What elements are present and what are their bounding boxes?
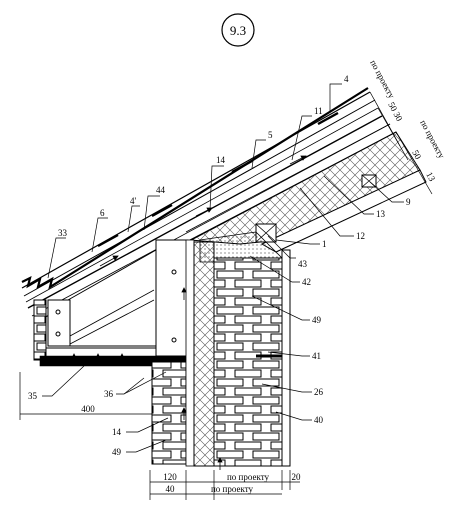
airflow-arrows <box>71 155 307 470</box>
dim-roof-top: по проекту <box>368 58 397 100</box>
callout-5: 5 <box>268 130 273 140</box>
leader-lines <box>42 83 404 453</box>
dim-40: 40 <box>166 484 176 494</box>
air-gap <box>185 239 195 467</box>
masonry-wall <box>213 257 283 467</box>
dim-eave-400: 400 <box>81 404 95 414</box>
facing-brick <box>151 361 187 465</box>
vapour-barrier <box>185 123 391 233</box>
callout-36: 36 <box>104 389 114 399</box>
callout-42: 42 <box>302 277 311 287</box>
callout-33: 33 <box>58 228 68 238</box>
dim-120: 120 <box>163 472 177 482</box>
callout-49-bottom: 49 <box>112 447 122 457</box>
callout-26: 26 <box>314 387 324 397</box>
wall-insulation <box>193 241 215 467</box>
callout-41: 41 <box>312 351 321 361</box>
callout-9: 9 <box>406 197 411 207</box>
dim-wall-project: по проекту <box>227 472 270 482</box>
callout-49-right: 49 <box>312 315 322 325</box>
callout-43: 43 <box>298 259 308 269</box>
callout-14-bottom: 14 <box>112 427 122 437</box>
figure-number-text: 9.3 <box>230 23 246 38</box>
dimension-lines <box>19 91 433 500</box>
plaster <box>281 249 291 467</box>
wall-section <box>151 239 291 467</box>
callout-11: 11 <box>314 106 323 116</box>
callouts: 4 5 11 14 44 6 4' 33 1 12 13 9 43 42 49 … <box>28 74 411 457</box>
dim-wall-project-2: по проекту <box>211 484 254 494</box>
callout-6: 6 <box>100 208 105 218</box>
callout-1: 1 <box>322 239 327 249</box>
callout-4-prime: 4' <box>130 196 137 206</box>
callout-13: 13 <box>376 209 386 219</box>
figure-number: 9.3 <box>221 13 255 47</box>
callout-35: 35 <box>28 391 38 401</box>
callout-12: 12 <box>356 231 365 241</box>
eave-soffit <box>33 239 189 367</box>
callout-14-top: 14 <box>216 155 226 165</box>
callout-40: 40 <box>314 415 324 425</box>
callout-44: 44 <box>156 185 166 195</box>
dim-roof-layers: 50 30 <box>386 100 405 123</box>
dim-20: 20 <box>292 472 302 482</box>
callout-4: 4 <box>344 74 349 84</box>
roof-layers <box>21 87 397 323</box>
